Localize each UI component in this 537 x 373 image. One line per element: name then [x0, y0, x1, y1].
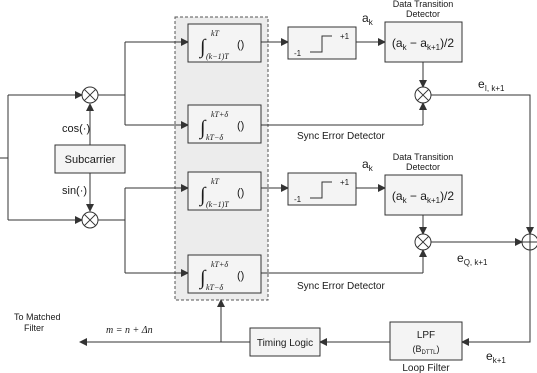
m-equation: m = n + Δn	[106, 325, 153, 336]
svg-text:kT−δ: kT−δ	[206, 283, 223, 292]
svg-text:∫: ∫	[198, 117, 207, 140]
lpf-line2: (BDTTL)	[413, 344, 440, 356]
slicer-top-neg: -1	[294, 49, 302, 58]
slicer-bottom-pos: +1	[340, 178, 350, 187]
svg-text:kT: kT	[211, 29, 220, 38]
dtd-top-box	[384, 21, 463, 63]
svg-text:kT−δ: kT−δ	[206, 133, 223, 142]
svg-text:∫: ∫	[198, 184, 207, 207]
e-q-label: eQ, k+1	[457, 251, 488, 267]
e-i-label: eI, k+1	[478, 77, 505, 93]
slicer-top-step	[310, 35, 332, 53]
ak-top-label: ak	[362, 11, 374, 27]
svg-text:kT+δ: kT+δ	[211, 110, 228, 119]
slicer-bottom-step	[310, 181, 332, 199]
sum-to-lpf	[461, 250, 531, 346]
sync-error-bottom: Sync Error Detector	[297, 281, 385, 292]
loop-filter-caption: Loop Filter	[402, 363, 450, 373]
integrator-4: ∫ kT+δ kT−δ ()	[187, 254, 262, 294]
integrator-group-dashed	[174, 16, 269, 301]
svg-text:(): ()	[237, 39, 244, 51]
svg-text:(): ()	[237, 187, 244, 199]
lpf-box	[389, 321, 463, 361]
integrator-2: ∫ kT+δ kT−δ ()	[187, 104, 262, 144]
bot-branch-split	[98, 188, 126, 273]
top-branch-split	[98, 42, 126, 125]
svg-text:∫: ∫	[198, 267, 207, 290]
multiplier-e-i	[414, 86, 432, 104]
e-k-label: ek+1	[486, 349, 506, 365]
to-matched-filter-2: Filter	[24, 323, 44, 333]
sync-error-top: Sync Error Detector	[297, 131, 385, 142]
dtd-bottom-formula: (ak − ak+1)/2	[392, 189, 454, 205]
timing-logic-label: Timing Logic	[257, 338, 313, 349]
slicer-top-pos: +1	[340, 32, 350, 41]
timing-logic-box	[249, 327, 321, 357]
svg-text:(k−1)T: (k−1)T	[206, 52, 229, 61]
lpf-line1: LPF	[417, 330, 435, 341]
subcarrier-label: Subcarrier	[65, 154, 116, 166]
integrator-3: ∫ kT (k−1)T ()	[187, 171, 262, 211]
dtd-top-formula: (ak − ak+1)/2	[392, 36, 454, 52]
svg-text:(): ()	[237, 120, 244, 132]
dtd-bottom-title-1: Data Transition	[393, 152, 454, 162]
svg-text:(k−1)T: (k−1)T	[206, 200, 229, 209]
to-matched-filter-1: To Matched	[14, 312, 61, 322]
summing-junction	[521, 233, 537, 251]
dtd-top-title-2: Detector	[406, 9, 440, 19]
sin-label: sin(·)	[62, 185, 87, 197]
slicer-bottom-neg: -1	[294, 195, 302, 204]
svg-text:kT+δ: kT+δ	[211, 260, 228, 269]
e-i-line	[431, 94, 531, 233]
ak-bottom-label: ak	[362, 157, 374, 173]
dtd-bottom-box	[384, 174, 463, 216]
svg-text:kT: kT	[211, 177, 220, 186]
svg-text:∫: ∫	[198, 36, 207, 59]
integrator-1: ∫ kT (k−1)T ()	[187, 23, 262, 63]
multiplier-e-q	[414, 233, 432, 251]
multiplier-bottom	[81, 211, 99, 229]
dtd-top-title-1: Data Transition	[393, 0, 454, 9]
cos-label: cos(·)	[62, 123, 90, 135]
svg-text:(): ()	[237, 270, 244, 282]
dtd-bottom-title-2: Detector	[406, 162, 440, 172]
multiplier-top	[81, 86, 99, 104]
